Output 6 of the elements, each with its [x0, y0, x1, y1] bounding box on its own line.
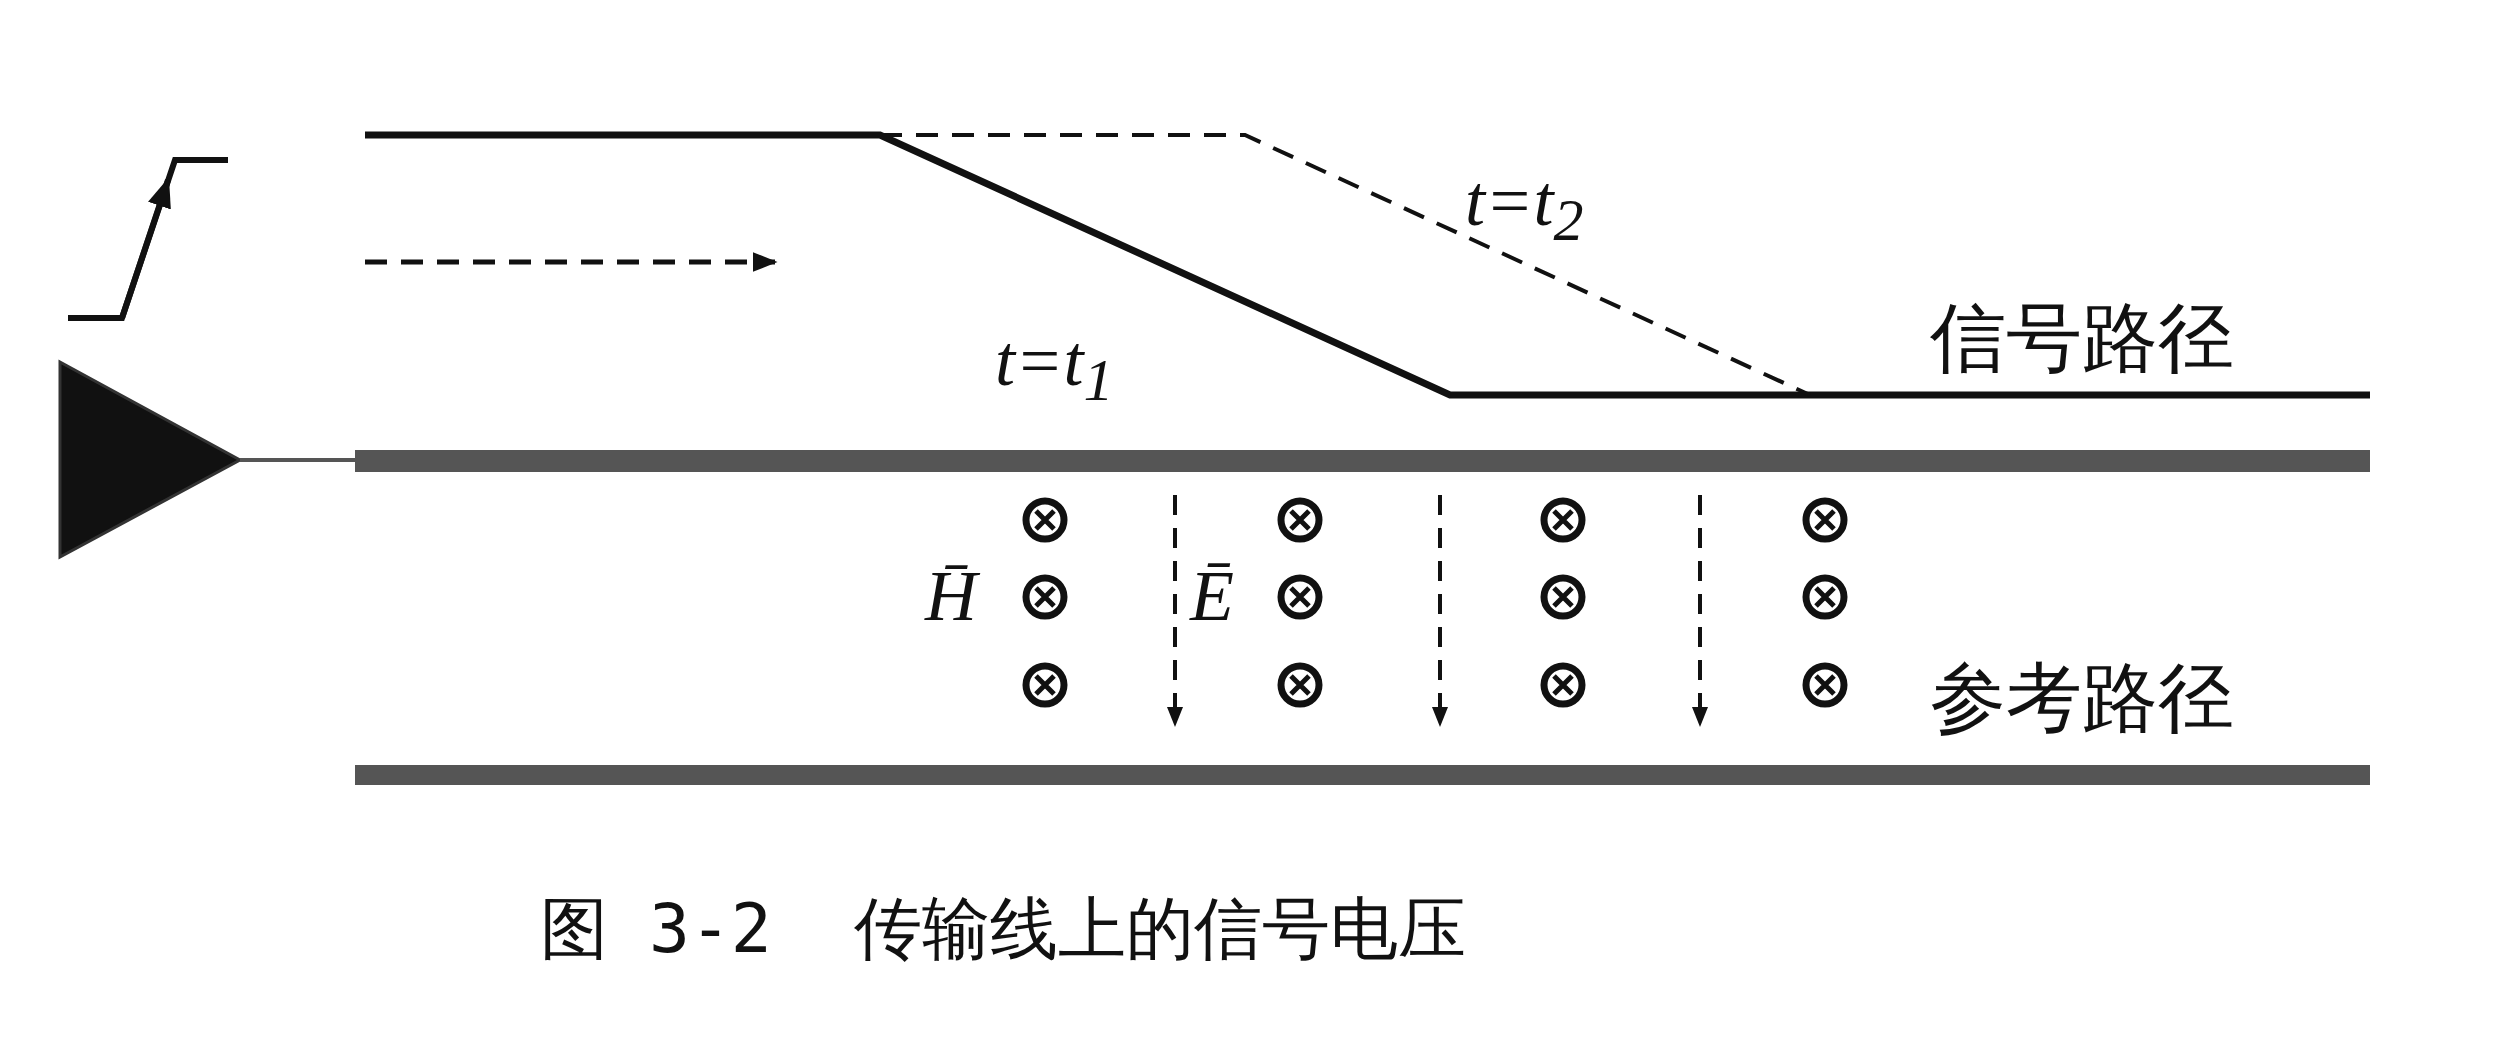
- path-label: 信号路径: [1930, 300, 2234, 376]
- time-label: t=t$_{2}$: [1465, 165, 1584, 251]
- figure-caption: 图 3-2 传输线上的信号电压: [540, 895, 1466, 963]
- field-label: Ē: [1190, 560, 1234, 632]
- path-label: 参考路径: [1930, 660, 2234, 736]
- time-label: t=t$_{1}$: [995, 325, 1114, 411]
